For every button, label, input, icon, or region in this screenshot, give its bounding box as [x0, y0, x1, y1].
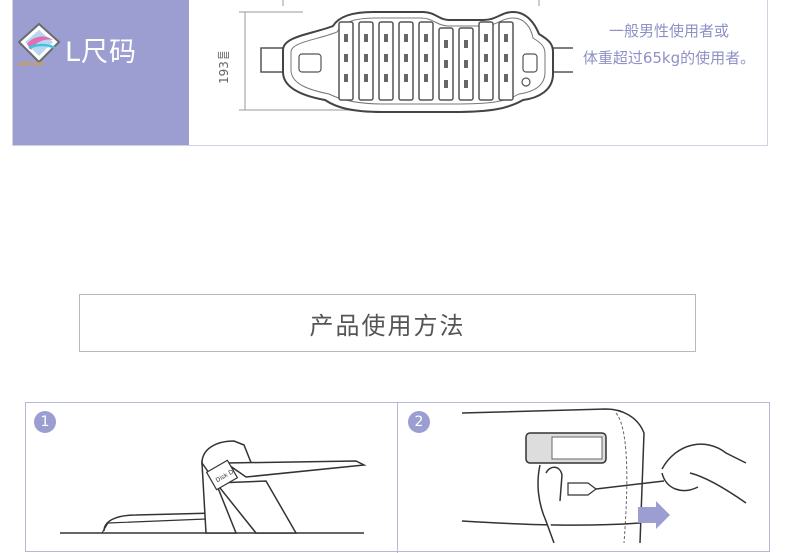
step-2-illustration: [461, 408, 747, 543]
dimension-label: 193㎜: [217, 49, 231, 85]
step-1-illustration: Disk Dr.: [60, 440, 367, 534]
step-divider: [397, 403, 398, 553]
logo-icon: adhlam: [17, 22, 61, 68]
size-label-box: adhlam L尺码: [13, 0, 189, 145]
size-card: adhlam L尺码: [12, 0, 768, 146]
size-description-line1: 一般男性使用者或: [608, 22, 729, 40]
svg-text:adhlam: adhlam: [18, 60, 44, 68]
belt-diagram: [239, 0, 573, 113]
size-label: L尺码: [65, 37, 138, 68]
step-1-number: 1: [34, 411, 56, 433]
size-description: 一般男性使用者或 体重超过65kg的使用者。: [569, 18, 769, 72]
size-description-line2: 体重超过65kg的使用者。: [582, 49, 756, 67]
step-2-number: 2: [408, 411, 430, 433]
section-title: 产品使用方法: [79, 294, 696, 352]
usage-steps: 1 Disk Dr. 2: [25, 402, 770, 553]
